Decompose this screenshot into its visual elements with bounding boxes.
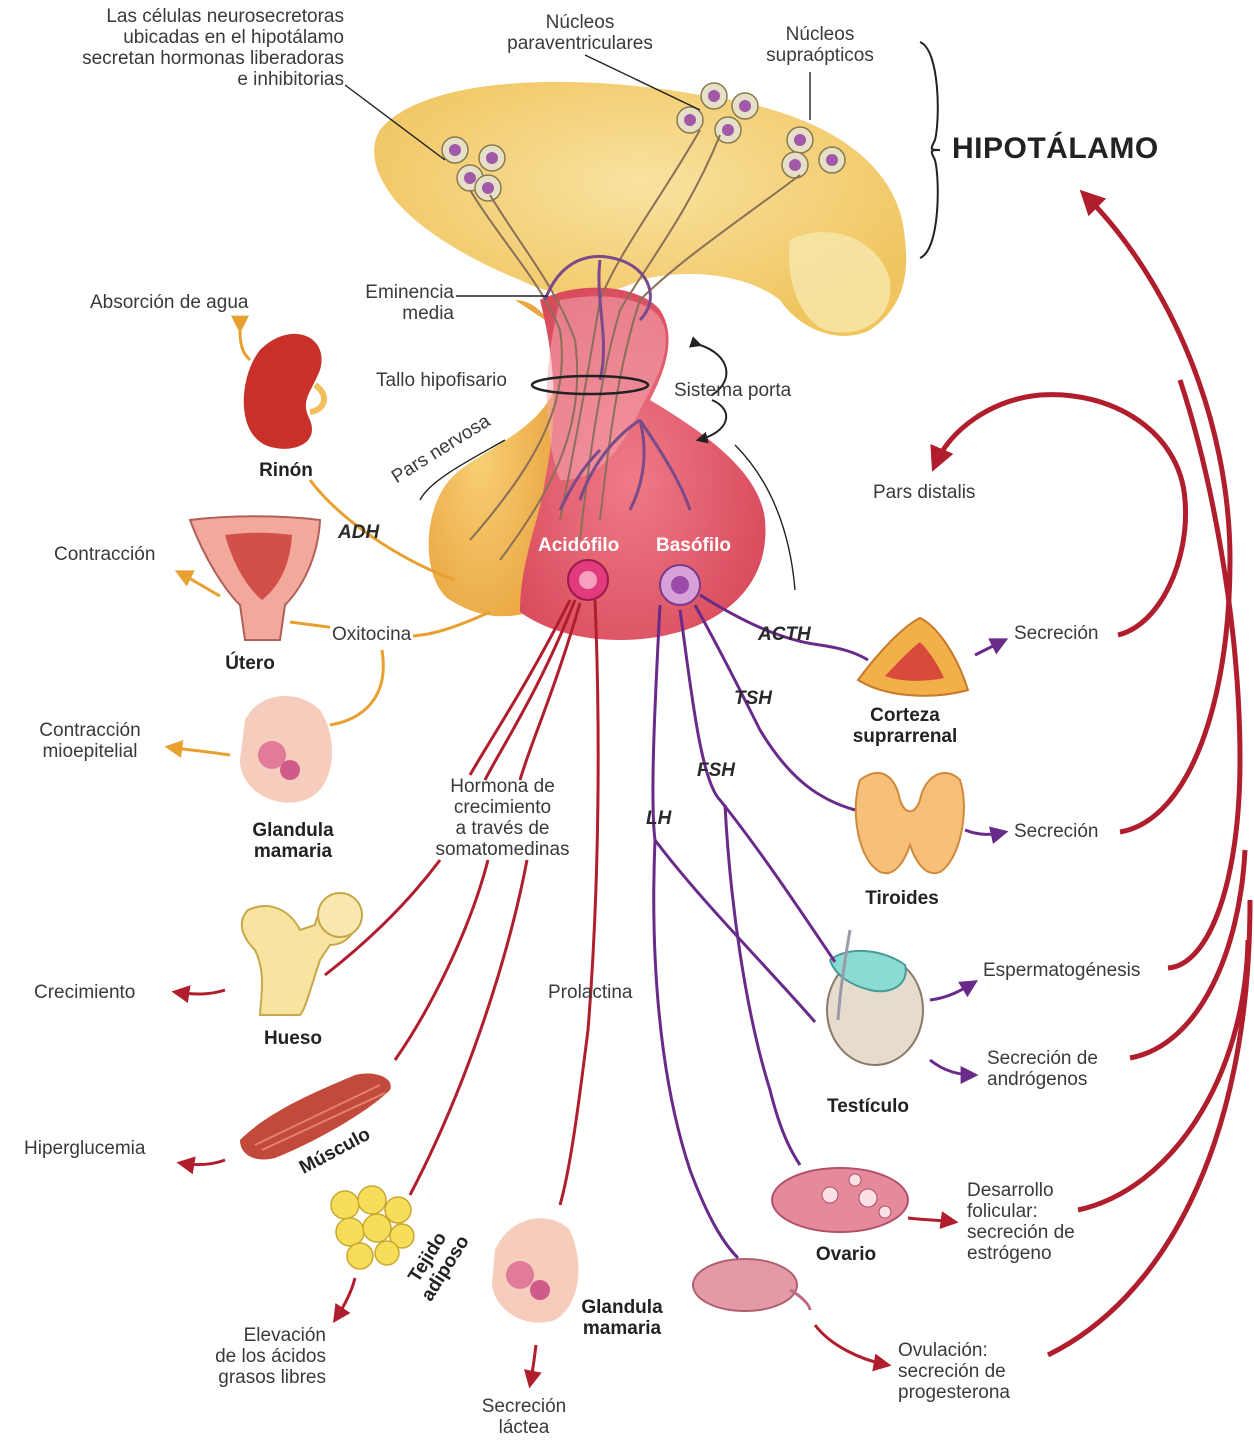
prolactin-label: Prolactina [548, 982, 633, 1003]
ovary-label: Ovario [800, 1244, 892, 1265]
kidney-label: Rinón [236, 460, 336, 481]
testis-shape [827, 930, 923, 1065]
fatty-acids-label: Elevación de los ácidos grasos libres [170, 1325, 326, 1388]
pituitary-stalk-label: Tallo hipofisario [376, 370, 507, 391]
thyroid-label: Tiroides [852, 888, 952, 909]
ovary-2-shape [693, 1259, 810, 1311]
adrenal-secretion-label: Secreción [1014, 623, 1099, 644]
muscle-shape [240, 1073, 391, 1159]
contraction-label: Contracción [54, 544, 155, 565]
bone-shape [242, 893, 362, 1015]
adrenal-shape [858, 618, 968, 696]
ovary-shape [772, 1168, 908, 1232]
supraoptic-label: Núcleos supraópticos [740, 24, 900, 66]
adh-label: ADH [338, 522, 379, 543]
acidophil-label: Acidófilo [538, 535, 619, 556]
bone-label: Hueso [243, 1028, 343, 1049]
growth-hormone-label: Hormona de crecimiento a través de somat… [415, 776, 590, 860]
thyroid-secretion-label: Secreción [1014, 821, 1099, 842]
adipose-shape [331, 1186, 414, 1269]
neurosecretory-label: Las células neurosecretoras ubicadas en … [20, 6, 344, 90]
kidney-shape [244, 334, 324, 449]
myoepithelial-contraction-label: Contracción mioepitelial [20, 720, 160, 762]
milk-secretion-label: Secreción láctea [464, 1396, 584, 1438]
mammary-gland-2-label: Glandula mamaria [560, 1297, 684, 1339]
uterus-label: Útero [200, 653, 300, 674]
thyroid-shape [856, 773, 964, 873]
tsh-label: TSH [734, 688, 772, 709]
growth-label: Crecimiento [34, 982, 135, 1003]
adrenal-cortex-label: Corteza suprarrenal [840, 705, 970, 747]
lh-label: LH [646, 808, 671, 829]
paraventricular-label: Núcleos paraventriculares [480, 12, 680, 54]
hyperglycemia-label: Hiperglucemia [24, 1138, 145, 1159]
pars-distalis-label: Pars distalis [873, 482, 975, 503]
mammary-gland-1-label: Glandula mamaria [218, 820, 368, 862]
ovulation-label: Ovulación: secreción de progesterona [898, 1340, 1010, 1403]
spermatogenesis-label: Espermatogénesis [983, 960, 1140, 981]
hypothalamus-title: HIPOTÁLAMO [952, 132, 1159, 166]
fsh-label: FSH [697, 760, 735, 781]
basophil-cell [660, 565, 700, 605]
androgen-secretion-label: Secreción de andrógenos [987, 1048, 1098, 1090]
oxytocin-label: Oxitocina [330, 624, 413, 645]
mammary-1-shape [240, 696, 332, 803]
uterus-shape [190, 516, 320, 640]
testis-label: Testículo [812, 1096, 924, 1117]
water-absorption-label: Absorción de agua [90, 292, 248, 313]
acth-label: ACTH [758, 624, 811, 645]
hypothalamus-brace [920, 42, 940, 258]
follicular-development-label: Desarrollo folicular: secreción de estró… [967, 1180, 1075, 1264]
basophil-label: Basófilo [656, 535, 731, 556]
acidophil-cell [568, 560, 608, 600]
median-eminence-label: Eminencia media [330, 282, 454, 324]
portal-system-label: Sistema porta [674, 380, 791, 401]
